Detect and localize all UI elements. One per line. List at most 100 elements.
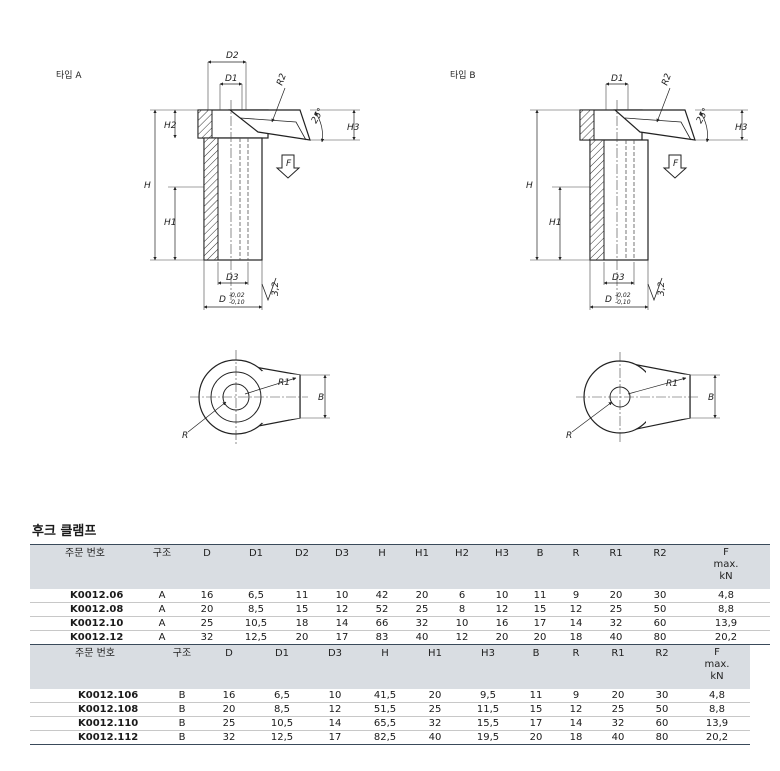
cell: 4,8 xyxy=(684,689,750,703)
f-header-line: max. xyxy=(713,559,739,570)
order-number: K0012.12 xyxy=(30,630,140,645)
cell: 9,5 xyxy=(460,689,516,703)
cell: 20 xyxy=(402,589,442,603)
cell: 80 xyxy=(640,730,684,745)
cell: 40 xyxy=(594,630,638,645)
table-row: K0012.12 A 32 12,5 20 17 83 40 12 20 20 … xyxy=(30,630,770,645)
cell: 20 xyxy=(516,730,556,745)
cell: 20,2 xyxy=(684,730,750,745)
header-cell-f: F max. kN xyxy=(682,544,770,589)
cell: 20 xyxy=(410,689,460,703)
cell: 12 xyxy=(558,602,594,617)
cell: 25 xyxy=(410,702,460,717)
dim-D3-label: D3 xyxy=(226,273,239,283)
cell: 12 xyxy=(322,602,362,617)
dim-R1-label-b: R1 xyxy=(666,379,678,389)
force-F-label-b: F xyxy=(673,159,679,169)
cell: A xyxy=(140,616,184,631)
dim-H2-label: H2 xyxy=(164,121,177,131)
spec-table-type-b: 주문 번호 구조 D D1 D3 H H1 H3 B R R1 R2 F max… xyxy=(30,645,750,745)
cell: 17 xyxy=(516,716,556,731)
cell: 60 xyxy=(638,616,682,631)
roughness-label-b: 3,2 xyxy=(657,281,667,296)
cell: 40 xyxy=(410,730,460,745)
cell: 18 xyxy=(282,616,322,631)
cell: 12 xyxy=(482,602,522,617)
roughness-label: 3,2 xyxy=(271,281,281,296)
cell: 11 xyxy=(282,589,322,603)
cell: 60 xyxy=(640,716,684,731)
cell: 15,5 xyxy=(460,716,516,731)
dim-B-label: B xyxy=(318,393,324,403)
cell: 14 xyxy=(310,716,360,731)
cell: 12 xyxy=(310,702,360,717)
type-a-side-view: 타입 A H H2 H1 D2 D1 R2 H3 xyxy=(56,51,360,310)
cell: 8,5 xyxy=(230,602,282,617)
cell: 10,5 xyxy=(230,616,282,631)
header-cell: D3 xyxy=(322,544,362,589)
order-number: K0012.108 xyxy=(30,702,160,717)
dim-H1-label: H1 xyxy=(164,218,177,228)
cell: 18 xyxy=(556,730,596,745)
header-cell: 구조 xyxy=(160,645,204,689)
table-row: K0012.106 B 16 6,5 10 41,5 20 9,5 11 9 2… xyxy=(30,689,750,703)
header-cell: B xyxy=(516,645,556,689)
table-row: K0012.06 A 16 6,5 11 10 42 20 6 10 11 9 … xyxy=(30,589,770,603)
cell: 16 xyxy=(184,589,230,603)
table-row: K0012.08 A 20 8,5 15 12 52 25 8 12 15 12… xyxy=(30,602,770,617)
order-number: K0012.106 xyxy=(30,689,160,703)
cell: 14 xyxy=(558,616,594,631)
table-a-header: 주문 번호 구조 D D1 D2 D3 H H1 H2 H3 B R R1 R2… xyxy=(30,544,770,589)
cell: 8 xyxy=(442,602,482,617)
cell: 52 xyxy=(362,602,402,617)
cell: 83 xyxy=(362,630,402,645)
cell: 9 xyxy=(556,689,596,703)
cell: 11,5 xyxy=(460,702,516,717)
header-cell: D xyxy=(184,544,230,589)
cell: 30 xyxy=(638,589,682,603)
header-cell: 주문 번호 xyxy=(30,645,160,689)
cell: 51,5 xyxy=(360,702,410,717)
type-b-side-view: 타입 B H H1 D1 R2 H3 25° F D3 xyxy=(450,69,748,310)
cell: 4,8 xyxy=(682,589,770,603)
dim-angle-label: 25° xyxy=(310,107,327,126)
order-number: K0012.110 xyxy=(30,716,160,731)
cell: 17 xyxy=(310,730,360,745)
cell: 65,5 xyxy=(360,716,410,731)
header-cell: D1 xyxy=(254,645,310,689)
cell: 32 xyxy=(204,730,254,745)
cell: 66 xyxy=(362,616,402,631)
cell: 15 xyxy=(522,602,558,617)
type-a-label: 타입 A xyxy=(56,69,82,81)
dim-H3-label-b: H3 xyxy=(735,123,748,133)
cell: 32 xyxy=(402,616,442,631)
dim-R-label-b: R xyxy=(566,431,572,441)
cell: 12 xyxy=(442,630,482,645)
cell: 32 xyxy=(410,716,460,731)
cell: A xyxy=(140,630,184,645)
dim-H-label-b: H xyxy=(526,181,533,191)
order-number: K0012.06 xyxy=(30,589,140,603)
cell: 14 xyxy=(556,716,596,731)
cell: 9 xyxy=(558,589,594,603)
cell: 12,5 xyxy=(230,630,282,645)
cell: 12,5 xyxy=(254,730,310,745)
header-cell: H1 xyxy=(402,544,442,589)
header-cell: D2 xyxy=(282,544,322,589)
section-title: 후크 클램프 xyxy=(32,524,97,539)
cell: B xyxy=(160,689,204,703)
type-a-top-view: B R1 R xyxy=(182,350,330,444)
cell: 20 xyxy=(204,702,254,717)
header-cell: H3 xyxy=(460,645,516,689)
spec-table-type-a: 주문 번호 구조 D D1 D2 D3 H H1 H2 H3 B R R1 R2… xyxy=(30,544,770,645)
spec-tables: 후크 클램프 주문 번호 구조 D D1 D2 D3 H H1 H2 H3 B … xyxy=(30,520,770,745)
cell: 8,8 xyxy=(684,702,750,717)
cell: 82,5 xyxy=(360,730,410,745)
cell: 15 xyxy=(516,702,556,717)
cell: 20,2 xyxy=(682,630,770,645)
dim-H-label: H xyxy=(144,181,151,191)
cell: 80 xyxy=(638,630,682,645)
cell: A xyxy=(140,589,184,603)
order-number: K0012.08 xyxy=(30,602,140,617)
cell: 12 xyxy=(556,702,596,717)
